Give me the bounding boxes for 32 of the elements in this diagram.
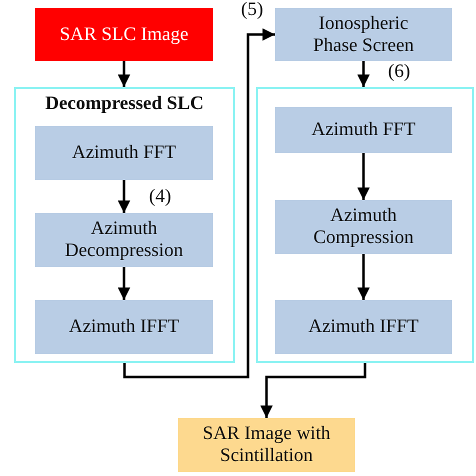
group-title: Decompressed SLC: [45, 93, 204, 115]
arrow: [260, 363, 366, 418]
box-label: Azimuth FFT: [312, 119, 416, 141]
arrow: [123, 28, 275, 378]
arrow: [118, 61, 130, 87]
box-label: Azimuth FFT: [72, 142, 176, 164]
arrow: [357, 254, 370, 300]
input-box: [35, 8, 213, 61]
process-box: [275, 107, 452, 153]
arrow: [357, 61, 370, 87]
process-box: [35, 126, 213, 180]
box-label: Azimuth IFFT: [308, 316, 419, 338]
process-box: [275, 8, 452, 61]
box-label: Ionospheric Phase Screen: [312, 12, 415, 56]
box-label: Azimuth Decompression: [64, 218, 184, 262]
arrow: [118, 267, 130, 300]
process-box: [275, 200, 452, 254]
box-label: SAR Image with Scintillation: [202, 423, 332, 467]
process-box: [35, 213, 213, 267]
output-box: [178, 418, 355, 472]
edge-label: (4): [148, 187, 172, 208]
process-box: [275, 300, 452, 354]
group-box: [14, 87, 235, 363]
group-box: [256, 87, 474, 363]
box-label: Azimuth IFFT: [68, 316, 180, 338]
edge-label: (6): [387, 62, 412, 83]
edge-label: (5): [240, 0, 264, 21]
arrow: [357, 153, 370, 200]
arrow: [118, 180, 130, 213]
process-box: [35, 300, 213, 354]
box-label: SAR SLC Image: [60, 24, 188, 46]
box-label: Azimuth Compression: [312, 205, 415, 249]
